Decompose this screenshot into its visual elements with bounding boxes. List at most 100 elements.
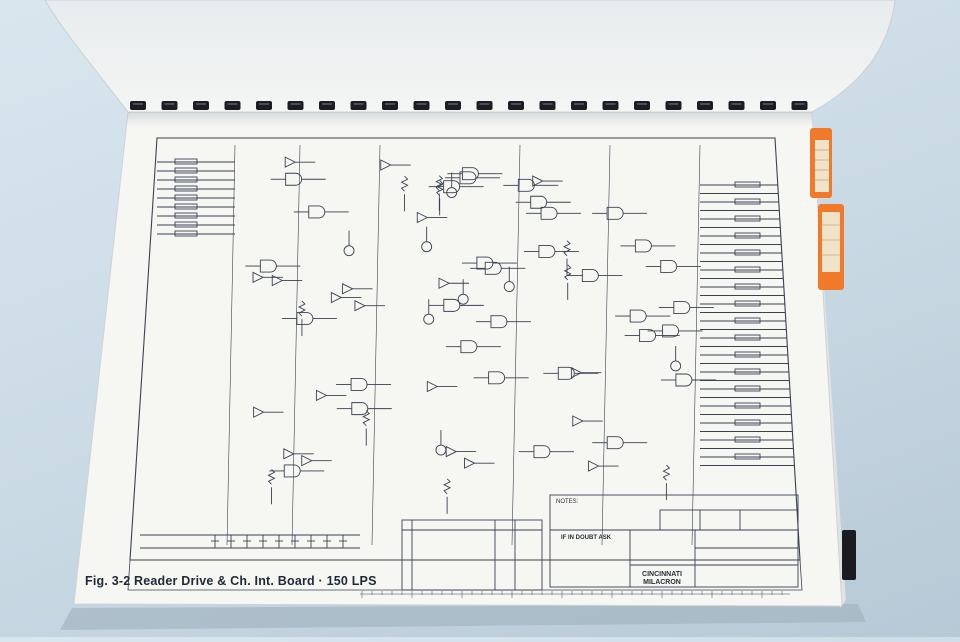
connector xyxy=(734,453,761,460)
logic-gate xyxy=(517,178,535,192)
coil-ring xyxy=(697,101,713,110)
logic-gate xyxy=(660,260,678,273)
coil-ring xyxy=(634,101,650,110)
logic-gate xyxy=(484,261,502,275)
buffer-symbol xyxy=(464,457,476,469)
buffer-symbol xyxy=(426,380,439,393)
resistor-symbol xyxy=(563,240,572,257)
coil-ring xyxy=(791,101,808,110)
logic-gate xyxy=(296,312,314,325)
logic-gate xyxy=(351,402,369,416)
page-top-shadow xyxy=(126,112,812,126)
connector xyxy=(734,198,761,205)
logic-gate xyxy=(461,167,479,181)
connector xyxy=(734,232,761,239)
coil-highlight xyxy=(668,103,679,105)
resistor-symbol xyxy=(435,175,444,191)
brand-line-2: MILACRON xyxy=(643,579,681,586)
connector xyxy=(734,385,761,392)
resistor-symbol xyxy=(443,478,452,495)
bus-line xyxy=(371,144,381,546)
index-tab-upper xyxy=(810,128,832,198)
buffer-symbol xyxy=(445,445,458,458)
coil-highlight xyxy=(479,103,490,105)
connector xyxy=(174,203,198,210)
buffer-symbol xyxy=(301,454,313,467)
logic-gate xyxy=(285,172,303,186)
connector xyxy=(734,300,761,307)
connector xyxy=(734,317,761,324)
coil-highlight xyxy=(164,103,175,105)
resistor-symbol xyxy=(563,264,572,281)
logic-gate xyxy=(533,445,551,459)
coil-highlight xyxy=(322,103,332,105)
coil-highlight xyxy=(542,103,553,105)
resistor-symbol xyxy=(400,175,409,192)
coil-highlight xyxy=(259,103,269,105)
coil-ring xyxy=(193,101,209,110)
coil-ring xyxy=(161,101,178,110)
connector xyxy=(174,194,198,201)
logic-gate xyxy=(540,206,558,220)
buffer-symbol xyxy=(416,211,429,224)
connector xyxy=(734,402,761,409)
logic-gate xyxy=(443,180,461,194)
figure-caption: Fig. 3-2 Reader Drive & Ch. Int. Board ·… xyxy=(85,574,377,588)
connector xyxy=(174,230,198,237)
coil-ring xyxy=(319,101,335,110)
coil-highlight xyxy=(637,103,647,105)
title-block xyxy=(401,494,799,591)
coil-highlight xyxy=(416,103,427,105)
logic-gate xyxy=(581,269,599,283)
upper-page xyxy=(44,0,896,113)
connector xyxy=(174,176,198,183)
logic-gate xyxy=(259,259,277,273)
connector xyxy=(174,221,198,228)
coil-highlight xyxy=(133,103,143,105)
logic-gate xyxy=(639,329,657,343)
coil-highlight xyxy=(574,103,584,105)
coil-ring xyxy=(602,101,619,110)
coil-ring xyxy=(445,101,461,110)
connector xyxy=(734,249,761,256)
buffer-symbol xyxy=(588,460,600,472)
buffer-symbol xyxy=(284,156,297,168)
buffer-symbol xyxy=(330,291,343,304)
buffer-symbol xyxy=(380,159,392,171)
coil-ring xyxy=(382,101,398,110)
coil-ring xyxy=(539,101,556,110)
resistor-symbol xyxy=(435,180,444,196)
coil-ring xyxy=(571,101,587,110)
buffer-symbol xyxy=(252,271,265,284)
index-tab-lower xyxy=(818,204,844,290)
buffer-symbol xyxy=(283,448,295,460)
logic-gate xyxy=(350,378,368,391)
coil-ring xyxy=(413,101,430,110)
coil-ring xyxy=(665,101,682,110)
logic-gate xyxy=(443,298,461,312)
coil-ring xyxy=(287,101,304,110)
logic-gate xyxy=(459,171,477,185)
connector xyxy=(734,266,761,273)
bus-line xyxy=(601,144,611,546)
coil-highlight xyxy=(448,103,458,105)
logic-gate xyxy=(606,436,624,450)
connector xyxy=(734,368,761,375)
logic-gate xyxy=(308,205,326,219)
buffer-symbol xyxy=(315,389,328,402)
coil-ring xyxy=(476,101,493,110)
connector xyxy=(734,436,761,443)
coil-highlight xyxy=(763,103,773,105)
coil-ring xyxy=(130,101,146,110)
coil-highlight xyxy=(385,103,395,105)
coil-ring xyxy=(760,101,776,110)
logic-gate xyxy=(629,309,647,323)
logic-gate xyxy=(488,371,506,385)
coil-highlight xyxy=(196,103,206,105)
connector xyxy=(174,158,198,165)
coil-highlight xyxy=(794,103,805,105)
bus-line xyxy=(511,144,521,546)
bus-line xyxy=(691,144,701,546)
connector xyxy=(174,185,198,192)
